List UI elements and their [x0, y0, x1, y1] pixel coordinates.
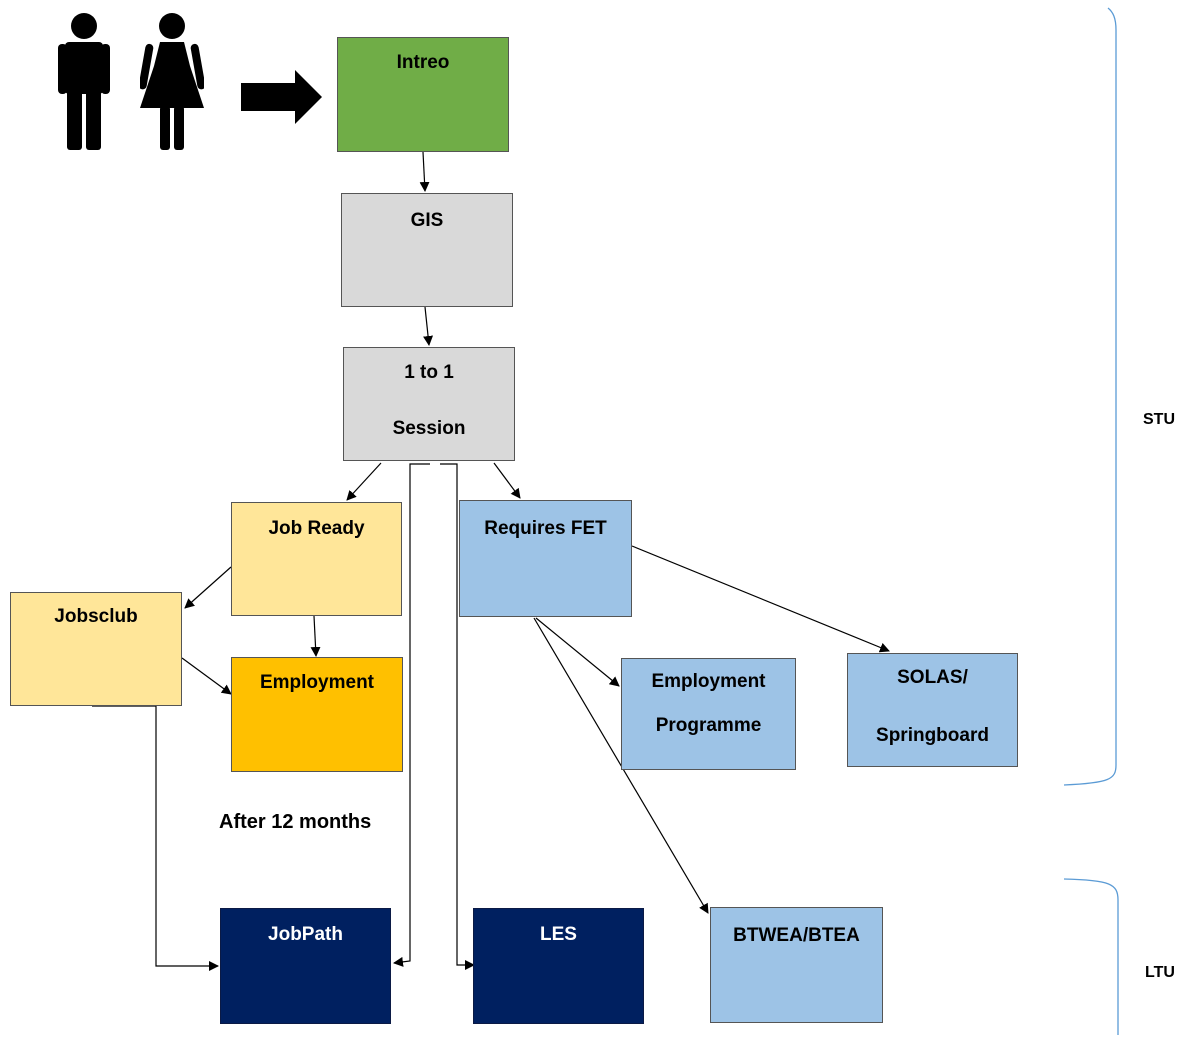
employment-programme-label-line2: Programme: [655, 715, 762, 736]
employment-label: Employment: [259, 672, 375, 693]
arrow-session-to-les: [440, 463, 475, 970]
one-to-one-label-line1: 1 to 1: [404, 362, 454, 383]
stu-label: STU: [1143, 411, 1175, 428]
one-to-one-label-line2: Session: [392, 418, 466, 439]
arrow-requires-fet-to-employment-programme: [535, 617, 620, 687]
arrow-jobsclub-to-employment: [181, 657, 232, 695]
woman-icon: [140, 13, 204, 150]
employment-box: Employment: [231, 657, 403, 772]
arrow-job-ready-to-employment: [310, 615, 321, 657]
intreo-label: Intreo: [396, 52, 450, 73]
jobpath-label: JobPath: [268, 924, 343, 945]
les-label: LES: [540, 924, 577, 945]
one-to-one-session-box: 1 to 1 Session: [343, 347, 515, 461]
btwea-label: BTWEA/BTEA: [733, 925, 860, 946]
arrow-jobsclub-to-jobpath: [92, 705, 219, 971]
requires-fet-box: Requires FET: [459, 500, 632, 617]
arrow-gis-to-session: [423, 306, 434, 346]
job-ready-box: Job Ready: [231, 502, 402, 616]
employment-programme-label-line1: Employment: [651, 671, 766, 692]
arrow-session-to-jobpath: [393, 463, 430, 967]
arrow-session-to-job-ready: [346, 462, 382, 501]
man-icon: [58, 13, 110, 150]
solas-springboard-box: SOLAS/ Springboard: [847, 653, 1018, 767]
arrow-job-ready-to-jobsclub: [184, 566, 232, 609]
arrow-intreo-to-gis: [419, 151, 430, 192]
les-box: LES: [473, 908, 644, 1024]
intreo-box: Intreo: [337, 37, 509, 152]
solas-label-line1: SOLAS/: [897, 667, 968, 688]
requires-fet-label: Requires FET: [484, 518, 607, 539]
solas-label-line2: Springboard: [876, 725, 989, 746]
stu-bracket: [1063, 7, 1117, 786]
ltu-label: LTU: [1145, 964, 1175, 981]
job-ready-label: Job Ready: [268, 518, 365, 539]
jobsclub-label: Jobsclub: [54, 606, 138, 627]
gis-label: GIS: [410, 210, 444, 231]
btwea-btea-box: BTWEA/BTEA: [710, 907, 883, 1023]
arrow-requires-fet-to-solas: [631, 545, 890, 653]
gis-box: GIS: [341, 193, 513, 307]
arrow-session-to-requires-fet: [493, 462, 521, 499]
after-12-months-note: After 12 months: [219, 811, 372, 833]
jobsclub-box: Jobsclub: [10, 592, 182, 706]
block-arrow-right-icon: [241, 70, 322, 124]
employment-programme-box: Employment Programme: [621, 658, 796, 770]
jobpath-box: JobPath: [220, 908, 391, 1024]
ltu-bracket: [1063, 878, 1119, 1035]
